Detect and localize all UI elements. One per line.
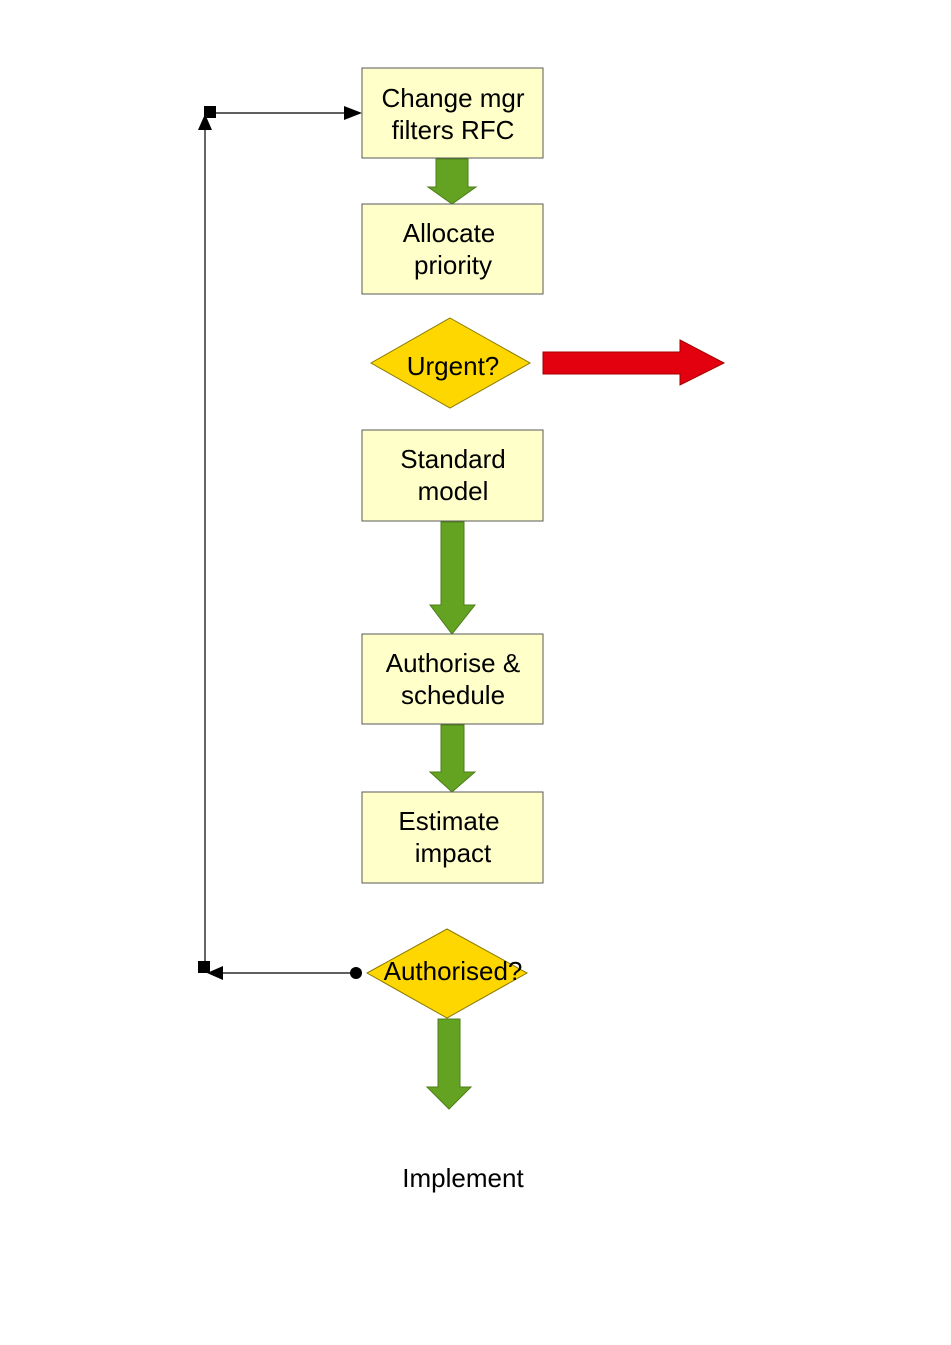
decision-label: Urgent? (407, 351, 500, 381)
box-text-line2: priority (414, 250, 492, 280)
flow-arrow-1 (426, 158, 478, 205)
decision-label: Authorised? (384, 956, 523, 986)
box-text-line1: Change mgr (381, 83, 524, 113)
box-text-line1: Allocate (403, 218, 496, 248)
connector-start-dot (350, 967, 362, 979)
process-box-standard: Standard model (361, 429, 544, 522)
box-text-line2: filters RFC (392, 115, 515, 145)
connector-bottom-corner (198, 961, 210, 973)
box-text-line2: model (418, 476, 489, 506)
flow-arrow-3 (428, 724, 477, 793)
box-text-line1: Authorise & (386, 648, 520, 678)
box-text-line2: schedule (401, 680, 505, 710)
process-box-allocate: Allocate priority (361, 203, 544, 295)
flow-arrow-2 (428, 521, 477, 635)
connector-right-arrowhead (344, 106, 362, 120)
box-text-line2: impact (415, 838, 492, 868)
box-text-line1: Standard (400, 444, 506, 474)
implement-label: Implement (402, 1163, 524, 1193)
box-text-line1: Estimate (398, 806, 499, 836)
process-box-authorise: Authorise & schedule (361, 633, 544, 725)
process-box-estimate: Estimate impact (361, 791, 544, 884)
process-box-change-mgr: Change mgr filters RFC (361, 67, 544, 159)
feedback-connector (204, 112, 356, 974)
decision-authorised: Authorised? (365, 928, 529, 1019)
flow-arrow-4 (425, 1018, 473, 1110)
urgent-exit-arrow (542, 339, 726, 386)
connector-up-arrowhead (198, 114, 212, 130)
connector-left-arrowhead (207, 966, 223, 980)
decision-urgent: Urgent? (369, 317, 532, 409)
connector-top-corner (204, 106, 216, 118)
